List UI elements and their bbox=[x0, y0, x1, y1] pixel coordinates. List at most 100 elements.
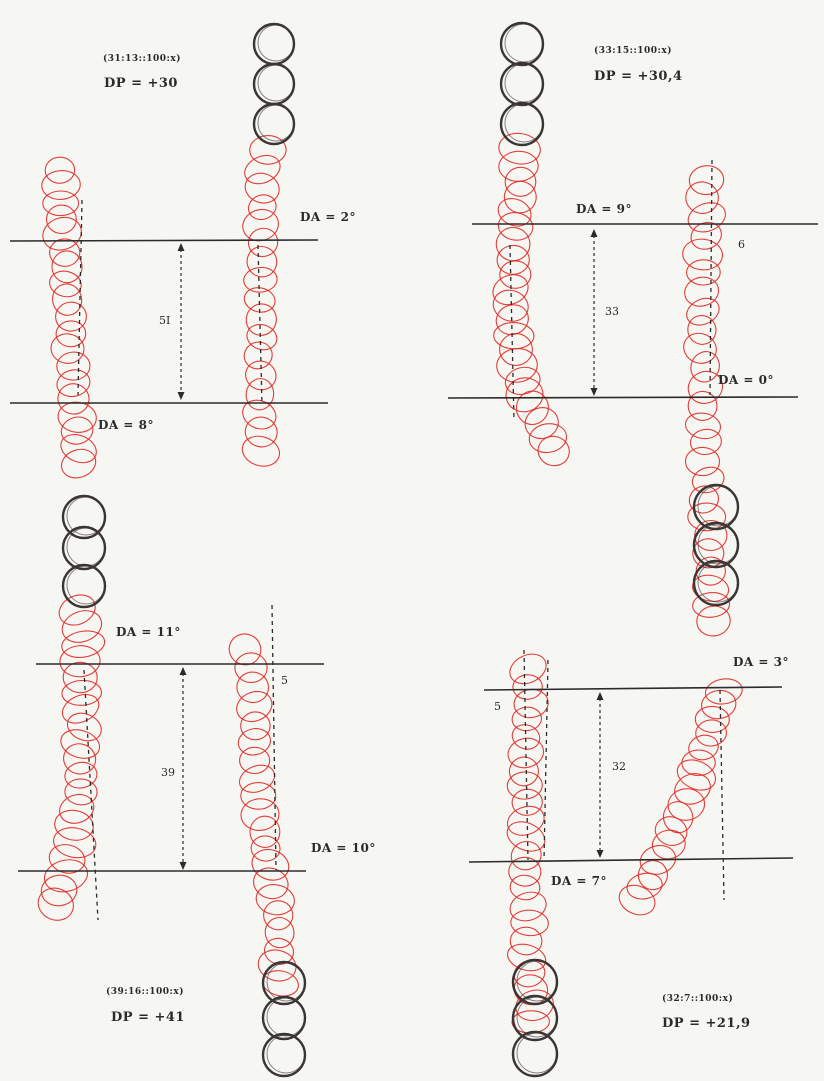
arrow-head-down bbox=[178, 392, 185, 400]
plate2-ratio: (33:15::100:x) bbox=[594, 46, 672, 56]
red-loop bbox=[62, 661, 98, 693]
red-loop bbox=[509, 874, 541, 902]
red-loop bbox=[240, 711, 271, 740]
red-loop bbox=[254, 882, 297, 918]
dark-circle-inner bbox=[258, 25, 294, 61]
dashed-axis bbox=[84, 670, 98, 920]
reference-line bbox=[484, 687, 782, 690]
red-loop bbox=[51, 824, 98, 860]
plate3-distance: 39 bbox=[161, 766, 175, 779]
red-loop bbox=[527, 421, 568, 455]
dark-circle-inner bbox=[267, 963, 305, 1001]
red-loop bbox=[49, 238, 80, 267]
reference-line bbox=[10, 240, 318, 241]
plate1-da-lower: DA = 8° bbox=[98, 418, 154, 432]
dashed-axis-lines bbox=[78, 160, 724, 920]
red-loop bbox=[63, 760, 99, 791]
arrow-head-up bbox=[178, 243, 185, 251]
arrow-head-up bbox=[591, 229, 598, 237]
red-loop bbox=[58, 605, 106, 648]
red-loop bbox=[689, 463, 727, 496]
red-loop bbox=[63, 708, 105, 745]
red-loop bbox=[49, 332, 85, 365]
dark-circle-inner bbox=[67, 566, 105, 604]
red-loop bbox=[685, 447, 720, 476]
red-loop bbox=[46, 205, 76, 234]
red-loop bbox=[694, 718, 728, 747]
red-loop bbox=[240, 338, 276, 373]
arrow-head-up bbox=[597, 692, 604, 700]
plate3-da-lower: DA = 10° bbox=[311, 841, 376, 855]
dashed-axis bbox=[272, 605, 276, 870]
red-loop bbox=[33, 883, 78, 926]
plate3-ratio: (39:16::100:x) bbox=[106, 987, 184, 997]
red-loop bbox=[245, 191, 280, 224]
dark-circle-inner bbox=[505, 64, 543, 102]
red-loop-traces bbox=[33, 131, 744, 1034]
plate2-da-upper: DA = 9° bbox=[576, 202, 632, 216]
red-loop bbox=[54, 380, 93, 418]
red-loop bbox=[510, 909, 549, 937]
red-loop bbox=[695, 604, 733, 639]
dark-circle-inner bbox=[267, 1035, 305, 1073]
plate1-da-upper: DA = 2° bbox=[300, 210, 356, 224]
dark-reference-circles bbox=[63, 23, 738, 1076]
red-loop bbox=[512, 986, 557, 1025]
dashed-axis bbox=[524, 650, 528, 860]
arrow-head-down bbox=[180, 862, 187, 870]
plate2-side-mark: 6 bbox=[738, 238, 745, 251]
red-loop bbox=[683, 179, 722, 217]
red-loop bbox=[503, 816, 550, 856]
dark-circle-inner bbox=[505, 24, 543, 62]
red-loop bbox=[688, 164, 725, 196]
dashed-axis bbox=[720, 690, 724, 900]
red-loop bbox=[57, 429, 101, 467]
plate3-da-upper: DA = 11° bbox=[116, 625, 181, 639]
plate4-ratio: (32:7::100:x) bbox=[662, 994, 733, 1004]
red-loop bbox=[684, 411, 723, 441]
plate4-distance: 32 bbox=[612, 760, 626, 773]
red-loop bbox=[496, 244, 530, 275]
plate2-dp: DP = +30,4 bbox=[594, 69, 683, 84]
red-loop bbox=[689, 427, 723, 456]
red-loop bbox=[498, 150, 539, 182]
dark-circle-inner bbox=[258, 65, 294, 101]
red-loop bbox=[682, 750, 716, 776]
red-loop bbox=[54, 589, 100, 630]
red-loop bbox=[704, 676, 744, 706]
red-loop bbox=[58, 414, 95, 448]
red-loop bbox=[489, 285, 533, 326]
plate2-da-lower: DA = 0° bbox=[718, 373, 774, 387]
plate4-da-lower: DA = 7° bbox=[551, 874, 607, 888]
reference-line bbox=[448, 397, 798, 398]
plate4-da-upper: DA = 3° bbox=[733, 655, 789, 669]
red-loop bbox=[695, 706, 730, 733]
red-loop bbox=[507, 837, 546, 875]
red-loop bbox=[510, 927, 542, 956]
plate1-distance: 5I bbox=[159, 314, 170, 327]
measurement-arrows bbox=[178, 229, 604, 870]
red-loop bbox=[501, 178, 540, 217]
red-loop bbox=[690, 572, 731, 604]
red-loop bbox=[232, 686, 277, 727]
red-loop bbox=[242, 414, 280, 451]
red-loop bbox=[249, 863, 292, 903]
red-loop bbox=[57, 445, 99, 483]
red-loop bbox=[493, 322, 534, 349]
plate2-distance: 33 bbox=[605, 305, 619, 318]
red-loop bbox=[679, 328, 721, 368]
red-loop bbox=[681, 237, 724, 271]
red-loop bbox=[59, 644, 101, 678]
red-loop bbox=[239, 747, 269, 774]
red-loop bbox=[686, 732, 721, 763]
plate3-dp: DP = +41 bbox=[111, 1010, 185, 1025]
red-loop bbox=[56, 351, 91, 381]
plate4-dp: DP = +21,9 bbox=[662, 1016, 751, 1031]
arrow-head-up bbox=[180, 667, 187, 675]
dark-circle-inner bbox=[505, 104, 543, 142]
dark-circle-inner bbox=[67, 528, 105, 566]
red-loop bbox=[499, 333, 532, 365]
red-loop bbox=[512, 687, 550, 719]
